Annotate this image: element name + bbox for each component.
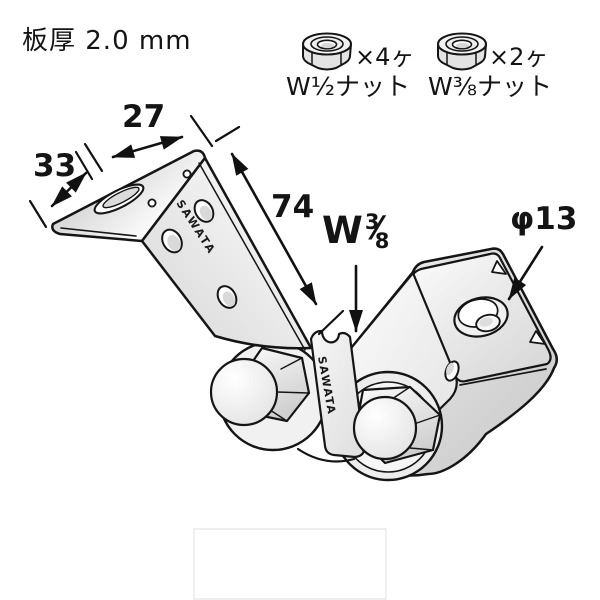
plate-edge-notch <box>529 330 546 345</box>
bolt-head-dome <box>352 395 418 461</box>
arm-hole <box>193 199 215 223</box>
arm-side-hole <box>444 360 460 382</box>
dim-line-74 <box>230 152 318 306</box>
dimension-33-label: 33 <box>33 148 77 184</box>
hex-bolt-right <box>352 385 442 465</box>
flange-slot-hole <box>93 183 145 215</box>
dim-line-27 <box>111 135 184 159</box>
dim-tick <box>214 125 241 143</box>
thread-denominator: 8 <box>374 229 390 253</box>
lobe-bottom-edge <box>296 447 356 463</box>
dimension-74-label: 74 <box>271 189 315 225</box>
dimension-27-label: 27 <box>122 99 166 135</box>
arm-hole <box>161 228 183 254</box>
nut-w38-name: W⅜ナット <box>428 72 552 101</box>
dim-tick <box>83 142 104 173</box>
nut-w38-count: ×2ヶ <box>489 43 549 71</box>
phi13-hole <box>453 296 509 338</box>
dim-line-33 <box>50 171 88 208</box>
dim-tick <box>28 199 48 229</box>
plate-edge-notch <box>491 260 507 275</box>
thread-size-label: W 3 ⁄ 8 <box>322 211 389 253</box>
left-bracket-piece: SAWATA <box>51 149 313 351</box>
dim-tick <box>74 150 94 181</box>
dim-tick <box>189 114 214 148</box>
nut-w12-name: W½ナット <box>286 72 410 101</box>
bend-dimple <box>147 198 157 208</box>
dimension-annotations <box>28 114 544 336</box>
dim-tick <box>317 309 345 336</box>
phi13-pointer-arrow <box>507 245 544 301</box>
thread-numerator: 3 <box>364 210 380 234</box>
hex-bolt-left <box>209 346 311 427</box>
hinge-center-strip: SAWATA <box>296 329 366 463</box>
flange-thickness-edge <box>60 227 137 237</box>
bolt-head-dome <box>209 357 279 427</box>
hex-nut-icon <box>437 32 487 71</box>
thread-fraction-slash: ⁄ <box>374 209 380 247</box>
bend-dimple <box>182 169 192 179</box>
plate-thickness-edge <box>459 368 547 386</box>
hex-nut-icon <box>302 32 352 71</box>
faint-watermark-box <box>193 528 387 600</box>
plate-thickness-label: 板厚 2.0 mm <box>22 26 192 56</box>
thread-base: W <box>322 209 363 252</box>
hole-diameter-label: φ13 <box>510 201 578 237</box>
nut-w12-count: ×4ヶ <box>355 43 415 71</box>
